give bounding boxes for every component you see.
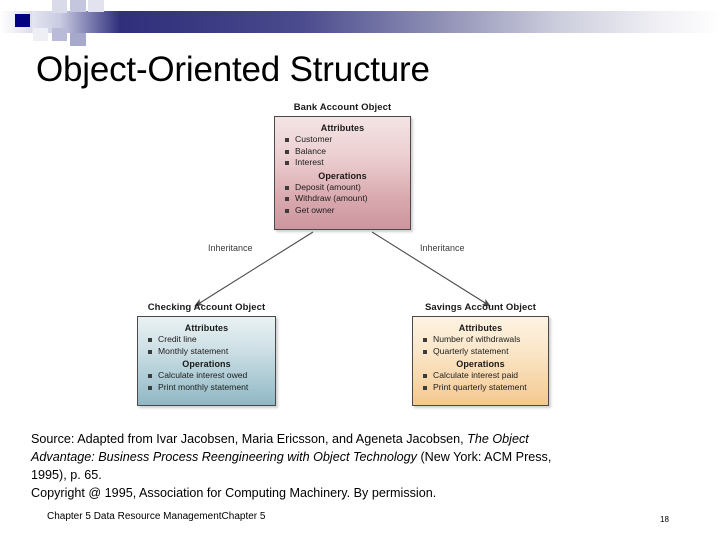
savings-attributes-list: Number of withdrawals Quarterly statemen… (413, 334, 548, 357)
list-item: Withdraw (amount) (285, 193, 410, 205)
source-line3: 1995), p. 65. (31, 468, 102, 482)
list-item: Print monthly statement (148, 382, 275, 394)
bank-attributes-heading: Attributes (320, 123, 365, 133)
checking-operations-list: Calculate interest owed Print monthly st… (138, 370, 275, 393)
source-line2-italic: Advantage: Business Process Reengineerin… (31, 450, 417, 464)
bank-operations-list: Deposit (amount) Withdraw (amount) Get o… (275, 182, 410, 217)
object-oriented-structure-diagram: Bank Account Object Attributes Customer … (0, 98, 720, 413)
slide-page-number: 18 (660, 515, 669, 524)
list-item: Calculate interest owed (148, 370, 275, 382)
header-square-mid-1 (52, 0, 67, 13)
list-item: Get owner (285, 205, 410, 217)
source-line1-plain: Source: Adapted from Ivar Jacobsen, Mari… (31, 432, 468, 446)
checking-operations-heading: Operations (182, 359, 231, 369)
list-item: Deposit (amount) (285, 182, 410, 194)
checking-attributes-heading: Attributes (184, 323, 229, 333)
bank-account-object-title: Bank Account Object (293, 102, 392, 113)
savings-account-object-box[interactable]: Attributes Number of withdrawals Quarter… (412, 316, 549, 406)
source-citation: Source: Adapted from Ivar Jacobsen, Mari… (31, 430, 681, 502)
savings-operations-heading: Operations (456, 359, 505, 369)
checking-account-object-box[interactable]: Attributes Credit line Monthly statement… (137, 316, 276, 406)
header-square-top-2 (88, 0, 104, 12)
header-square-mid-2 (33, 28, 48, 41)
header-square-top-1 (70, 0, 86, 12)
list-item: Monthly statement (148, 346, 275, 358)
checking-account-object-title: Checking Account Object (147, 302, 266, 313)
inheritance-arrow-left (194, 231, 314, 307)
bank-account-object-box[interactable]: Attributes Customer Balance Interest Ope… (274, 116, 411, 230)
savings-operations-list: Calculate interest paid Print quarterly … (413, 370, 548, 393)
list-item: Quarterly statement (423, 346, 548, 358)
inheritance-label-right: Inheritance (420, 243, 465, 253)
source-line2-plain: (New York: ACM Press, (416, 450, 552, 464)
list-item: Print quarterly statement (423, 382, 548, 394)
list-item: Customer (285, 134, 410, 146)
list-item: Number of withdrawals (423, 334, 548, 346)
list-item: Credit line (148, 334, 275, 346)
list-item: Calculate interest paid (423, 370, 548, 382)
header-square-mid-3 (52, 28, 67, 41)
inheritance-arrow-right (371, 231, 491, 307)
list-item: Balance (285, 146, 410, 158)
checking-attributes-list: Credit line Monthly statement (138, 334, 275, 357)
source-line1-italic: The Object (467, 432, 529, 446)
bank-operations-heading: Operations (318, 170, 367, 181)
header-square-accent (15, 14, 30, 27)
header-square-low-1 (70, 33, 86, 46)
inheritance-arrows (194, 231, 491, 307)
slide-footer: Chapter 5 Data Resource ManagementChapte… (47, 511, 266, 522)
header-gradient-band (0, 11, 720, 33)
list-item: Interest (285, 157, 410, 169)
savings-account-object-title: Savings Account Object (424, 302, 537, 313)
bank-attributes-list: Customer Balance Interest (275, 134, 410, 169)
copyright-line: Copyright @ 1995, Association for Comput… (31, 486, 437, 500)
inheritance-label-left: Inheritance (208, 243, 253, 253)
savings-attributes-heading: Attributes (458, 323, 503, 333)
page-title: Object-Oriented Structure (36, 50, 430, 89)
